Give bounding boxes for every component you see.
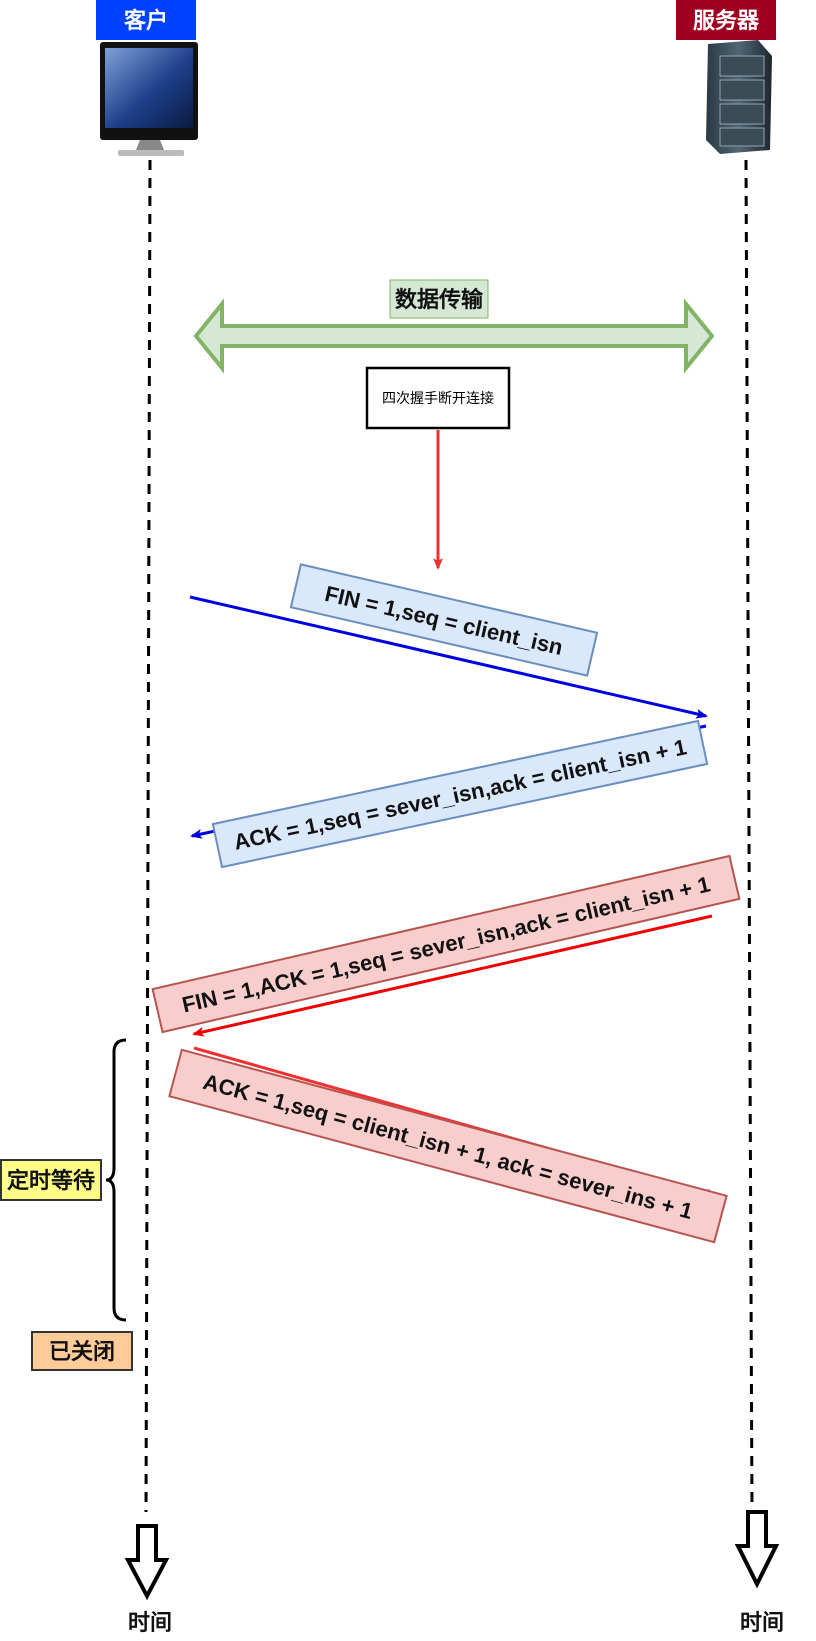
- message-fin-ack-server-label: FIN = 1,ACK = 1,seq = sever_isn,ack = cl…: [180, 871, 713, 1017]
- data-transfer-label: 数据传输: [395, 287, 484, 312]
- teardown-note-box: [365, 366, 511, 430]
- message-final-ack-label-box: [168, 1048, 728, 1244]
- server-time-label: 时间: [740, 1610, 784, 1635]
- message-final-ack: ACK = 1,seq = client_isn + 1, ack = seve…: [168, 1046, 728, 1244]
- message-fin-arrow: [189, 595, 708, 719]
- client-header: 客户: [96, 0, 196, 40]
- teardown-note: 四次握手断开连接: [365, 366, 511, 570]
- closed-label: 已关闭: [49, 1339, 115, 1364]
- message-final-ack-label: ACK = 1,seq = client_isn + 1, ack = seve…: [200, 1069, 695, 1224]
- message-fin-ack-server-arrow: [192, 914, 713, 1037]
- server-header: 服务器: [676, 0, 776, 40]
- message-fin-label-box: [289, 563, 599, 677]
- server-time-arrow-icon: [734, 1510, 780, 1589]
- client-time-label: 时间: [128, 1610, 172, 1635]
- data-transfer: 数据传输: [193, 279, 715, 374]
- server-header-box: [676, 0, 776, 40]
- message-ack-server-label-box: [211, 719, 709, 869]
- data-transfer-arrow: [193, 298, 715, 374]
- client-header-label: 客户: [124, 8, 168, 33]
- message-ack-server: ACK = 1,seq = sever_isn,ack = client_isn…: [190, 719, 709, 869]
- client-time-arrow-icon: [124, 1524, 170, 1601]
- message-ack-server-label: ACK = 1,seq = sever_isn,ack = client_isn…: [231, 734, 688, 855]
- time-wait-box: [0, 1159, 102, 1201]
- client-lifeline: [144, 159, 152, 1513]
- server-header-label: 服务器: [693, 8, 760, 33]
- server-icon: [706, 40, 772, 154]
- time-wait-state: 定时等待: [0, 1159, 102, 1201]
- message-fin-ack-server: FIN = 1,ACK = 1,seq = sever_isn,ack = cl…: [151, 854, 741, 1037]
- message-fin-ack-server-label-box: [151, 854, 741, 1034]
- time-wait-brace: [105, 1038, 127, 1322]
- closed-box: [31, 1331, 133, 1371]
- teardown-note-label: 四次握手断开连接: [382, 390, 494, 406]
- data-transfer-label-box: [389, 279, 489, 319]
- monitor-icon: [100, 42, 198, 156]
- server-lifeline: [744, 159, 754, 1513]
- message-fin: FIN = 1,seq = client_isn: [189, 563, 708, 719]
- time-wait-label: 定时等待: [7, 1168, 95, 1193]
- closed-state: 已关闭: [31, 1331, 133, 1371]
- client-header-box: [96, 0, 196, 40]
